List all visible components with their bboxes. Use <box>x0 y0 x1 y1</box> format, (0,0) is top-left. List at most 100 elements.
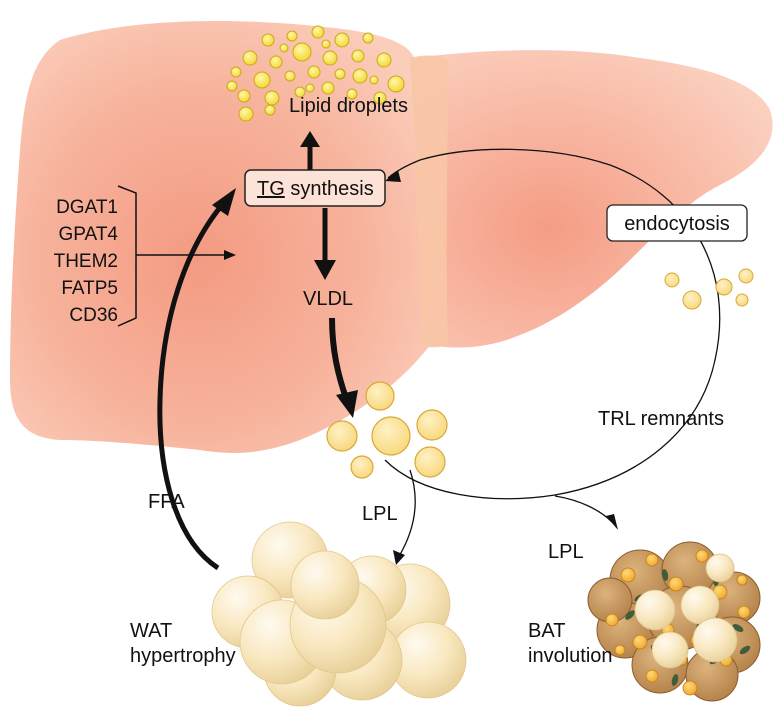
bat-lipid-droplet <box>645 553 659 567</box>
lipid-droplet <box>294 86 306 98</box>
lipid-droplet <box>305 83 315 93</box>
lipid-droplet <box>237 89 251 103</box>
lipid-droplet <box>362 32 374 44</box>
bat-lipid-droplet <box>605 613 619 627</box>
lipid-droplet <box>376 52 392 68</box>
bat-lipid-droplet <box>737 605 751 619</box>
wat-adipocyte <box>290 550 360 620</box>
lipid-droplet <box>264 90 280 106</box>
gene-gpat4: GPAT4 <box>59 224 119 245</box>
trl-particle <box>365 381 395 411</box>
arrow-to-bat <box>554 495 613 523</box>
ffa-label: FFA <box>148 491 185 513</box>
lipid-droplet <box>322 50 338 66</box>
trl-remnant-particle <box>715 278 733 296</box>
bat-lipid-droplet <box>645 669 659 683</box>
bat-whitened-droplet <box>634 589 676 631</box>
lipid-droplet <box>373 91 387 105</box>
trl-remnant-particle <box>738 268 754 284</box>
lipid-droplet <box>242 50 258 66</box>
liver-right-lobe <box>400 50 773 348</box>
mitochondrion <box>671 674 679 686</box>
bat-whitened-droplet <box>692 617 738 663</box>
arrow-to-wat-head <box>393 550 405 565</box>
bat-lipid-droplet <box>682 680 698 696</box>
lipid-droplet <box>321 39 331 49</box>
lipid-droplet <box>226 80 238 92</box>
gene-dgat1: DGAT1 <box>56 197 118 218</box>
lipid-droplet <box>311 25 325 39</box>
lipid-droplet <box>369 75 379 85</box>
trl-particle <box>371 416 411 456</box>
bat-cluster <box>587 541 761 702</box>
bat-lipid-droplet <box>614 644 626 656</box>
arrow-to-wat <box>397 469 416 559</box>
lipid-droplet <box>334 68 346 80</box>
bat-lipid-droplet <box>620 567 636 583</box>
gene-cd36: CD36 <box>69 305 118 326</box>
lipid-droplet <box>334 32 350 48</box>
lipid-droplet <box>264 104 276 116</box>
trl-particle <box>350 455 374 479</box>
arrow-vldl-to-lipoproteins <box>329 317 349 399</box>
lipid-droplet <box>286 30 298 42</box>
arrow-genes-to-tg-head <box>224 250 236 260</box>
arrow-ffa-to-tg <box>157 203 224 571</box>
trl-particles <box>326 381 448 479</box>
trl-particle <box>326 420 358 452</box>
lipid-droplet <box>387 75 405 93</box>
lipid-droplet <box>269 55 283 69</box>
lipid-droplet <box>307 65 321 79</box>
arrow-ffa-to-tg-head <box>212 188 236 216</box>
trl-remnant-particles <box>664 268 754 310</box>
lipid-droplets-label: Lipid droplets <box>289 95 408 117</box>
tg-label: TG <box>257 178 285 200</box>
lipid-droplet <box>346 88 358 100</box>
arrow-tg-to-droplets-head <box>300 131 320 147</box>
lipid-droplet <box>321 81 335 95</box>
lipid-droplet <box>352 68 368 84</box>
bat-lipid-droplet <box>668 576 684 592</box>
bat-label-line2: involution <box>528 645 613 667</box>
gene-them2: THEM2 <box>54 251 118 272</box>
synthesis-label: synthesis <box>285 178 374 200</box>
trl-remnant-particle <box>682 290 702 310</box>
arrow-to-bat-head <box>606 514 618 530</box>
wat-adipocytes <box>211 521 467 707</box>
bat-whitened-droplet <box>651 631 689 669</box>
lipid-droplet <box>253 71 271 89</box>
gene-list: DGAT1 GPAT4 THEM2 FATP5 CD36 <box>54 185 236 327</box>
trl-remnants-label: TRL remnants <box>598 408 724 430</box>
lipid-droplet <box>351 49 365 63</box>
bat-lipid-droplet <box>736 574 748 586</box>
endocytosis-label: endocytosis <box>624 213 730 235</box>
bat-whitened-droplet <box>705 553 735 583</box>
liver-ligament <box>410 55 448 348</box>
arrow-vldl-to-lipoproteins-head <box>336 390 358 418</box>
lpl-bat-label: LPL <box>548 541 584 563</box>
tg-synthesis-box: TG synthesis <box>244 169 386 207</box>
bat-lipid-droplet <box>695 549 709 563</box>
trl-remnant-particle <box>735 293 749 307</box>
wat-label-line2: hypertrophy <box>130 645 236 667</box>
mitochondrion <box>661 569 669 581</box>
mitochondrion <box>625 610 635 620</box>
lipid-droplet <box>279 43 289 53</box>
liver-left-lobe <box>10 20 430 453</box>
gene-fatp5: FATP5 <box>61 278 118 299</box>
trl-particle <box>414 446 446 478</box>
arrow-endocytosis-head <box>385 170 401 182</box>
wat-label-line1: WAT <box>130 620 172 642</box>
lpl-wat-label: LPL <box>362 503 398 525</box>
bat-lipid-droplet <box>632 634 648 650</box>
lipid-droplet <box>284 70 296 82</box>
mitochondrion <box>739 645 751 655</box>
lipid-droplet <box>238 106 254 122</box>
endocytosis-box: endocytosis <box>606 204 748 242</box>
lipid-droplets-cluster <box>226 25 405 122</box>
vldl-label: VLDL <box>303 288 353 310</box>
bat-label-line1: BAT <box>528 620 565 642</box>
arrow-tg-to-vldl-head <box>314 260 336 280</box>
